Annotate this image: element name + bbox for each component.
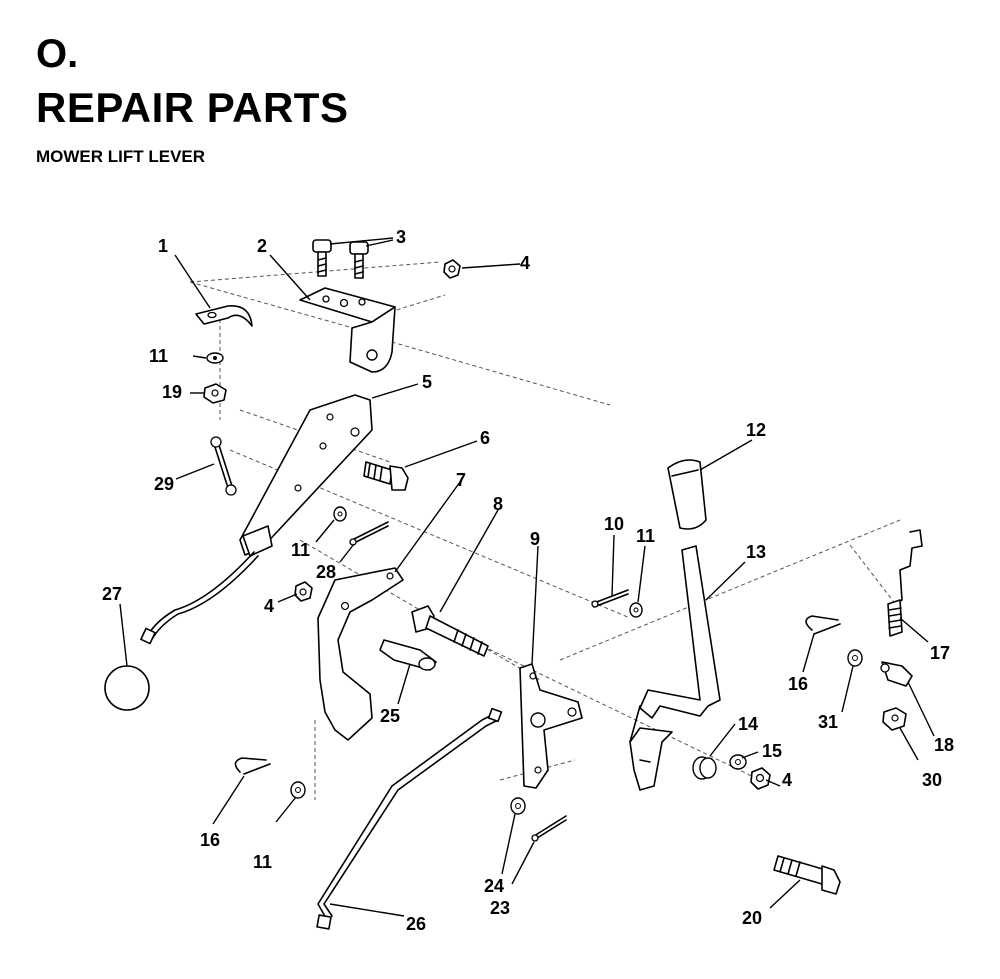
callout-1: 1 [158,236,168,256]
part-carriage-bolts [312,239,369,279]
callout-27: 27 [102,584,122,604]
callout-13: 13 [746,542,766,562]
section-letter: O. [36,32,79,76]
callout-31: 31 [818,712,838,732]
part-ferrule [880,661,913,687]
callout-25: 25 [380,706,400,726]
callout-11-bottom: 11 [253,852,272,872]
part-washer-15 [729,754,747,770]
callout-2: 2 [257,236,267,256]
part-washer-24 [510,797,526,815]
part-hex-bolt [411,605,489,657]
part-hex-nuts [294,259,771,790]
part-shoulder-bolt [363,461,409,491]
part-cam-bracket [519,663,583,789]
callout-6: 6 [480,428,490,448]
callout-30: 30 [922,770,942,790]
part-bushing [692,756,717,780]
part-cotter-pin [591,589,629,608]
callout-4-right: 4 [782,770,792,790]
part-washer-31 [847,649,863,667]
callout-4-top: 4 [520,253,530,273]
leader-lines [119,237,935,917]
callout-16-right: 16 [788,674,808,694]
callout-26: 26 [406,914,426,934]
callout-14: 14 [738,714,758,734]
part-flat-washers [206,352,643,799]
callout-11-mid: 11 [291,540,310,560]
callout-9: 9 [530,529,540,549]
callout-29: 29 [154,474,174,494]
callout-3: 3 [396,227,406,247]
callout-numbers: 1 2 3 4 5 6 7 8 9 10 11 12 13 11 29 19 1… [102,227,954,934]
part-lift-handle [629,545,721,791]
callout-4-left: 4 [264,596,274,616]
part-pivot-plate [317,567,404,741]
part-spring-rod [887,529,923,637]
part-lift-link [316,707,503,930]
callout-19: 19 [162,382,182,402]
callout-20: 20 [742,908,762,928]
part-cotter-pin-28 [349,521,389,546]
callout-10: 10 [604,514,624,534]
callout-18: 18 [934,735,954,755]
callout-8: 8 [493,494,503,514]
callout-17: 17 [930,643,950,663]
callout-11-upper: 11 [149,346,168,366]
callout-7: 7 [456,470,466,490]
part-nut-30 [882,707,907,731]
part-nut-19 [203,383,227,404]
callout-16-left: 16 [200,830,220,850]
page-title: REPAIR PARTS [36,84,349,131]
callout-24: 24 [484,876,504,896]
callout-5: 5 [422,372,432,392]
part-hex-bolt-20 [773,855,841,895]
part-lift-lever-plate [140,394,373,645]
part-knob [104,665,150,711]
part-handle-grip [667,459,707,530]
part-cotter-pin-23 [531,815,567,842]
callout-12: 12 [746,420,766,440]
callout-28: 28 [316,562,336,582]
callout-15: 15 [762,741,782,761]
part-bracket [299,287,396,373]
part-short-link [210,436,237,496]
callout-23: 23 [490,898,510,918]
part-hairpin-clips [234,615,841,775]
part-clip [195,305,253,327]
page-subtitle: MOWER LIFT LEVER [36,147,206,166]
callout-11-right: 11 [636,526,655,546]
part-spacer-tube [379,639,437,671]
